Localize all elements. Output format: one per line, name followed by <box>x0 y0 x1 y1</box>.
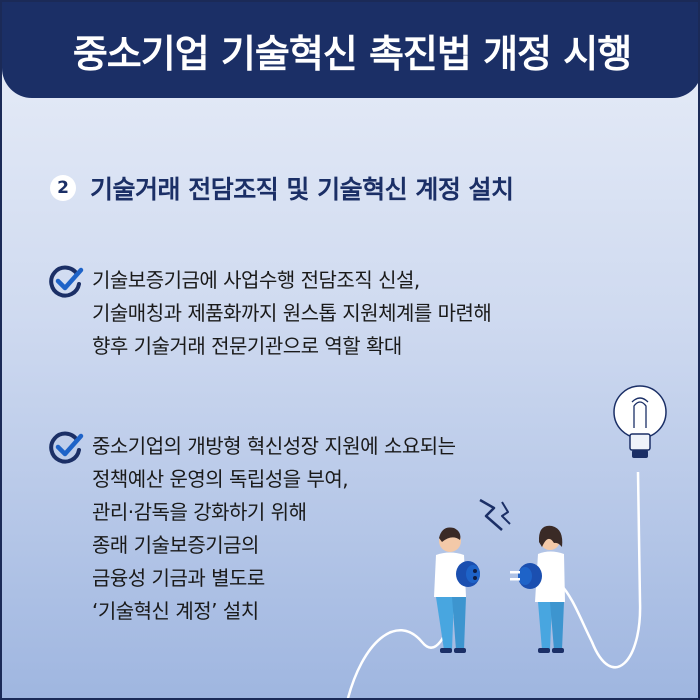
bullet-line: 종래 기술보증기금의 <box>92 533 259 557</box>
bullet-line: 향후 기술거래 전문기관으로 역할 확대 <box>92 334 402 358</box>
bullet-line: ‘기술혁신 계정’ 설치 <box>92 599 259 623</box>
bullet-line: 중소기업의 개방형 혁신성장 지원에 소요되는 <box>92 434 456 458</box>
check-circle-icon <box>49 265 84 298</box>
bullet-text: 기술보증기금에 사업수행 전담조직 신설, 기술매칭과 제품화까지 원스톱 지원… <box>92 264 492 363</box>
page-title: 중소기업 기술혁신 촉진법 개정 시행 <box>72 31 632 76</box>
section-heading: 2 기술거래 전담조직 및 기술혁신 계정 설치 <box>50 170 514 206</box>
check-circle-icon <box>49 431 84 464</box>
bullet-line: 정책예산 운영의 독립성을 부여, <box>92 467 349 491</box>
bullet-line: 기술보증기금에 사업수행 전담조직 신설, <box>92 268 420 292</box>
bullet-text: 중소기업의 개방형 혁신성장 지원에 소요되는 정책예산 운영의 독립성을 부여… <box>92 430 456 628</box>
header-banner: 중소기업 기술혁신 촉진법 개정 시행 <box>2 2 698 98</box>
light-bulb-icon <box>613 385 667 458</box>
woman-figure <box>510 525 565 653</box>
lightning-spark-icon <box>479 498 511 531</box>
bullet-item: 중소기업의 개방형 혁신성장 지원에 소요되는 정책예산 운영의 독립성을 부여… <box>48 430 456 628</box>
section-number-badge: 2 <box>50 175 76 201</box>
bullet-line: 관리·감독을 강화하기 위해 <box>92 500 307 524</box>
section-title: 기술거래 전담조직 및 기술혁신 계정 설치 <box>90 175 514 204</box>
bullet-line: 기술매칭과 제품화까지 원스톱 지원체계를 마련해 <box>92 301 492 325</box>
bullet-line: 금융성 기금과 별도로 <box>92 566 265 590</box>
bullet-item: 기술보증기금에 사업수행 전담조직 신설, 기술매칭과 제품화까지 원스톱 지원… <box>48 264 492 363</box>
